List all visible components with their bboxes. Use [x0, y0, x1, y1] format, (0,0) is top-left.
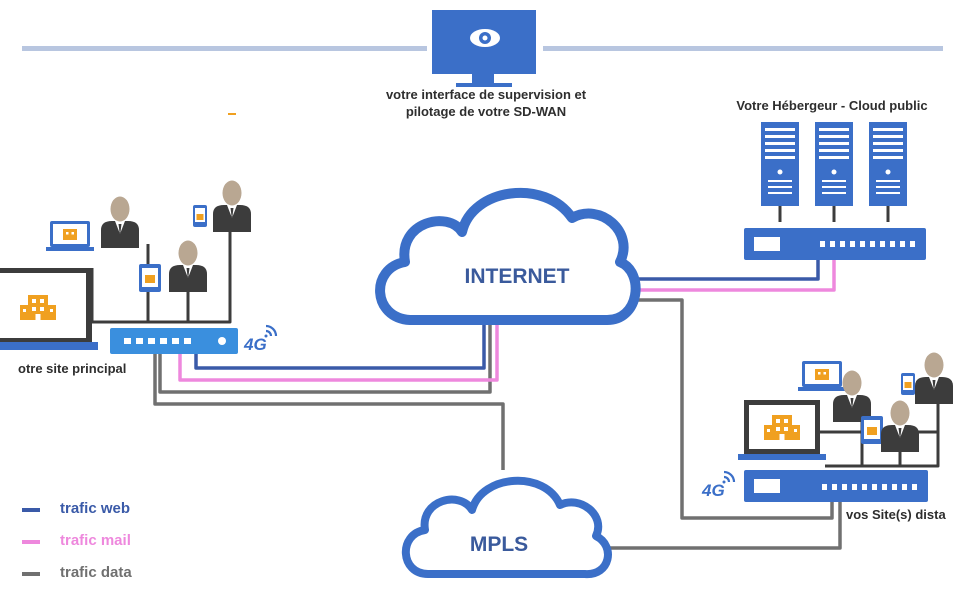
person-icon	[213, 180, 251, 232]
supervision-caption-line2: pilotage de votre SD-WAN	[406, 104, 566, 119]
legend-swatch-web	[22, 508, 40, 512]
legend-label-data: trafic data	[60, 564, 132, 581]
link-main-mpls-data	[153, 350, 505, 470]
laptop-icon	[798, 361, 846, 391]
link-main-internet-web	[194, 325, 486, 370]
legend: trafic web trafic mail trafic data	[22, 500, 132, 581]
server-icon	[761, 122, 799, 206]
tablet-icon	[139, 264, 161, 292]
legend-label-mail: trafic mail	[60, 532, 131, 549]
remote-site-label: vos Site(s) dista	[846, 507, 946, 522]
supervision-caption-line1: votre interface de supervision et	[386, 87, 587, 102]
tablet-icon	[861, 416, 883, 444]
header-line-left	[22, 46, 427, 51]
phone-icon	[901, 373, 915, 395]
remote-router-icon	[744, 470, 928, 502]
person-icon	[915, 352, 953, 404]
server-links	[778, 206, 890, 222]
main-site-4g-badge: 4G	[243, 335, 267, 354]
person-icon	[881, 400, 919, 452]
connections	[60, 228, 940, 550]
server-icon	[815, 122, 853, 206]
decor-tick	[228, 113, 236, 115]
link-remote-lan-e	[825, 432, 940, 468]
host-router-icon	[744, 228, 926, 260]
mpls-label: MPLS	[470, 533, 528, 556]
legend-label-web: trafic web	[60, 500, 130, 517]
phone-icon	[193, 205, 207, 227]
supervision-monitor-icon	[432, 10, 536, 87]
server-icon	[869, 122, 907, 206]
link-internet-host-mail	[625, 258, 836, 292]
laptop-icon	[46, 221, 94, 251]
mpls-cloud-icon	[401, 476, 612, 578]
person-icon	[169, 240, 207, 292]
link-mpls-remote-data	[590, 500, 842, 550]
main-router-icon	[110, 328, 238, 354]
link-internet-host-web	[625, 258, 820, 281]
link-main-internet-data	[158, 325, 492, 394]
legend-swatch-data	[22, 572, 40, 576]
main-site-label: otre site principal	[18, 361, 126, 376]
link-internet-remote-data	[625, 298, 834, 520]
person-icon	[101, 196, 139, 248]
remote-site-4g-badge: 4G	[701, 481, 725, 500]
signal-icon	[721, 470, 736, 485]
internet-label: INTERNET	[465, 265, 570, 288]
internet-cloud-icon	[375, 187, 641, 325]
host-label: Votre Hébergeur - Cloud public	[736, 98, 927, 113]
legend-swatch-mail	[22, 540, 40, 544]
link-main-internet-mail	[178, 325, 499, 382]
header-line-right	[543, 46, 943, 51]
signal-icon	[263, 324, 278, 339]
